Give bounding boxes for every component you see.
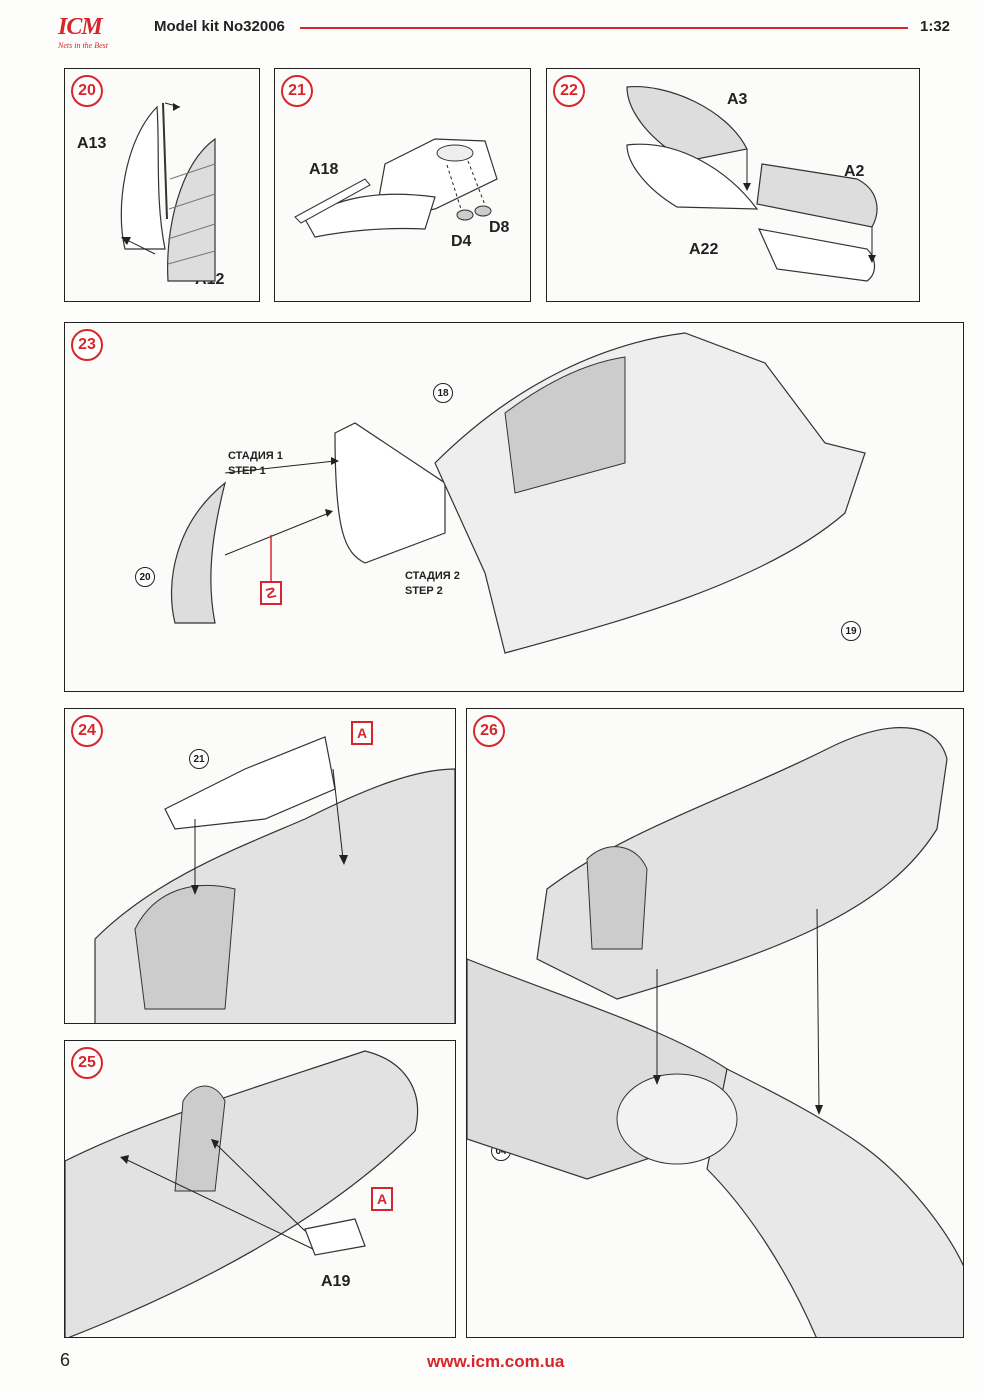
part-a19-label: A19 bbox=[321, 1273, 351, 1290]
step-25-drawing bbox=[65, 1050, 419, 1337]
marker-a-25: A bbox=[371, 1187, 393, 1211]
ref-20: 20 bbox=[135, 567, 155, 587]
part-d4-label: D4 bbox=[451, 233, 472, 250]
step-24-panel: 24 21 A bbox=[64, 708, 456, 1024]
ref-21: 21 bbox=[189, 749, 209, 769]
marker-a-24: A bbox=[351, 721, 373, 745]
step-number-23: 23 bbox=[71, 329, 103, 361]
icm-logo: ICM Nets in the Best bbox=[58, 14, 148, 54]
step-23-drawing bbox=[170, 332, 866, 654]
stage-2-ru-label: СТАДИЯ 2 bbox=[405, 570, 460, 582]
step-number-25: 25 bbox=[71, 1047, 103, 1079]
stage-1-ru-label: СТАДИЯ 1 bbox=[228, 450, 283, 462]
step-number-26: 26 bbox=[473, 715, 505, 747]
logo-brand: ICM bbox=[58, 14, 103, 40]
logo-tagline: Nets in the Best bbox=[58, 41, 108, 50]
step-22-drawing bbox=[626, 86, 878, 282]
glue-symbol: ☡ bbox=[260, 581, 282, 605]
kit-number: Model kit No32006 bbox=[154, 18, 285, 35]
part-a18-label: A18 bbox=[309, 161, 339, 178]
step-25-panel: 25 A A19 bbox=[64, 1040, 456, 1338]
ref-18: 18 bbox=[433, 383, 453, 403]
step-number-21: 21 bbox=[281, 75, 313, 107]
part-a2-label: A2 bbox=[844, 163, 865, 180]
step-23-panel: 23 СТАДИЯ 1 STEP 1 СТАДИЯ 2 STEP 2 18 20… bbox=[64, 322, 964, 692]
step-20-drawing bbox=[120, 102, 216, 282]
header-divider bbox=[300, 27, 908, 29]
ref-19: 19 bbox=[841, 621, 861, 641]
step-21-panel: 21 A18 D4 D8 bbox=[274, 68, 531, 302]
step-number-20: 20 bbox=[71, 75, 103, 107]
step-number-24: 24 bbox=[71, 715, 103, 747]
step-26-panel: 26 25 04 bbox=[466, 708, 964, 1338]
step-21-drawing bbox=[294, 138, 498, 238]
step-2-label: STEP 2 bbox=[405, 585, 443, 597]
step-24-drawing bbox=[94, 736, 455, 1023]
page-number: 6 bbox=[60, 1350, 71, 1370]
part-a13-label: A13 bbox=[77, 135, 107, 152]
part-a22-label: A22 bbox=[689, 241, 719, 258]
step-number-22: 22 bbox=[553, 75, 585, 107]
website-url: www.icm.com.ua bbox=[427, 1352, 565, 1371]
kit-scale: 1:32 bbox=[920, 18, 951, 35]
step-26-drawing bbox=[467, 727, 963, 1337]
step-20-panel: 20 A13 A12 bbox=[64, 68, 260, 302]
step-22-panel: 22 A3 A2 A22 bbox=[546, 68, 920, 302]
part-d8-label: D8 bbox=[489, 219, 510, 236]
part-a3-label: A3 bbox=[727, 91, 748, 108]
